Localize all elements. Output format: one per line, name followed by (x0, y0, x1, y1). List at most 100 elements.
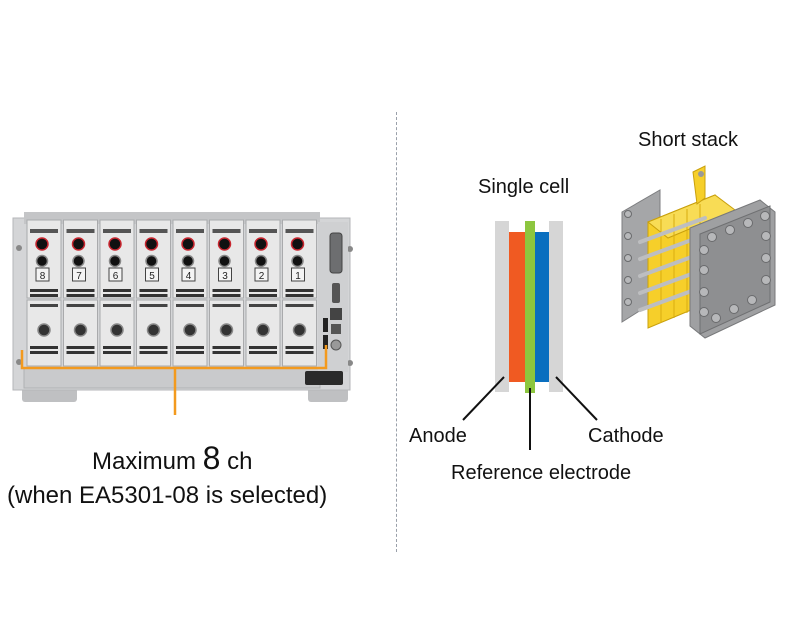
voltage-terminal-red (217, 237, 232, 251)
vent (103, 289, 131, 292)
voltage-terminal-black (35, 254, 49, 268)
short-stack-illustration (621, 165, 776, 339)
vent (249, 304, 277, 307)
vent (30, 289, 58, 292)
voltage-terminal-black (72, 254, 85, 268)
screw (16, 359, 22, 365)
vent (249, 351, 277, 354)
vent (30, 346, 58, 349)
channel-number: 8 (40, 271, 46, 282)
voltage-terminal-red (71, 237, 86, 251)
bolt (624, 232, 632, 240)
cathode-leader-line (555, 376, 598, 421)
anode-layer (509, 232, 525, 382)
vent (212, 289, 241, 292)
chassis-foot-left (22, 388, 77, 402)
channel-number-box (218, 267, 232, 282)
temperature-terminal (292, 323, 307, 337)
channel-number-box (145, 267, 159, 282)
model-note-caption: (when EA5301-08 is selected) (7, 482, 328, 509)
screw (16, 245, 22, 251)
temperature-terminal (110, 323, 124, 337)
vent (176, 294, 204, 297)
channel-module: 3 (209, 219, 244, 367)
bolt (699, 265, 709, 275)
screw (347, 360, 353, 366)
channel-module: 1 (282, 219, 317, 367)
channel-number: 1 (295, 271, 301, 282)
screw (347, 246, 353, 252)
bolt (760, 211, 770, 221)
vent (30, 351, 58, 354)
vent (285, 351, 314, 354)
vent (285, 304, 314, 307)
channel-module: 8 (26, 219, 62, 367)
module-label-strip (212, 229, 241, 233)
bolt (761, 231, 771, 241)
channel-number: 2 (259, 271, 265, 282)
channel-number-box (72, 267, 86, 282)
voltage-terminal-black (291, 254, 304, 268)
vent (66, 346, 95, 349)
bolt (729, 304, 739, 314)
single-cell-title: Single cell (478, 176, 570, 198)
vent (66, 294, 95, 297)
vent (66, 351, 95, 354)
bolt (699, 307, 709, 317)
channel-bracket (20, 345, 328, 415)
voltage-terminal-black (254, 254, 268, 268)
module-label-strip (285, 229, 314, 233)
module-label-strip (139, 229, 168, 233)
temperature-terminal (219, 323, 234, 337)
voltage-terminal-black (108, 254, 122, 268)
bolt (747, 295, 757, 305)
channel-number: 7 (76, 271, 82, 282)
chassis-foot-right (308, 388, 348, 402)
vent (103, 346, 131, 349)
vent (66, 304, 95, 307)
channel-number: 6 (113, 271, 119, 282)
cathode-label: Cathode (588, 425, 664, 447)
voltage-terminal-black (145, 254, 158, 268)
vent (103, 294, 131, 297)
bolt (699, 287, 709, 297)
voltage-terminal-black (181, 254, 195, 268)
channel-module: 5 (136, 219, 171, 367)
bolt (624, 276, 632, 284)
vent (176, 346, 204, 349)
module-label-strip (176, 229, 204, 233)
channel-number: 5 (149, 271, 155, 282)
vent (176, 289, 204, 292)
panel-divider (396, 112, 397, 552)
cathode-layer (535, 232, 549, 382)
vent (176, 304, 204, 307)
temperature-terminal (37, 323, 51, 337)
power-inlet (305, 371, 343, 385)
voltage-terminal-red (181, 237, 195, 251)
vent (139, 294, 168, 297)
vent (30, 294, 58, 297)
port (331, 324, 341, 334)
anode-label: Anode (409, 425, 467, 447)
lan-port (330, 308, 342, 320)
bnc-connector (330, 339, 342, 351)
serial-connector (329, 232, 343, 274)
voltage-terminal-red (290, 237, 305, 251)
vent (139, 289, 168, 292)
bolt (624, 298, 632, 306)
caption-suffix: ch (220, 448, 253, 475)
temperature-terminal (73, 323, 88, 337)
caption-channel-count: 8 (202, 440, 221, 476)
single-cell-diagram (462, 221, 598, 450)
bolt (699, 245, 709, 255)
vent (249, 294, 277, 297)
bolt (711, 313, 721, 323)
tie-rod (638, 216, 707, 244)
voltage-terminal-red (254, 237, 268, 251)
module-label-strip (249, 229, 277, 233)
vent (103, 304, 131, 307)
vent (176, 351, 204, 354)
bolt (725, 225, 735, 235)
